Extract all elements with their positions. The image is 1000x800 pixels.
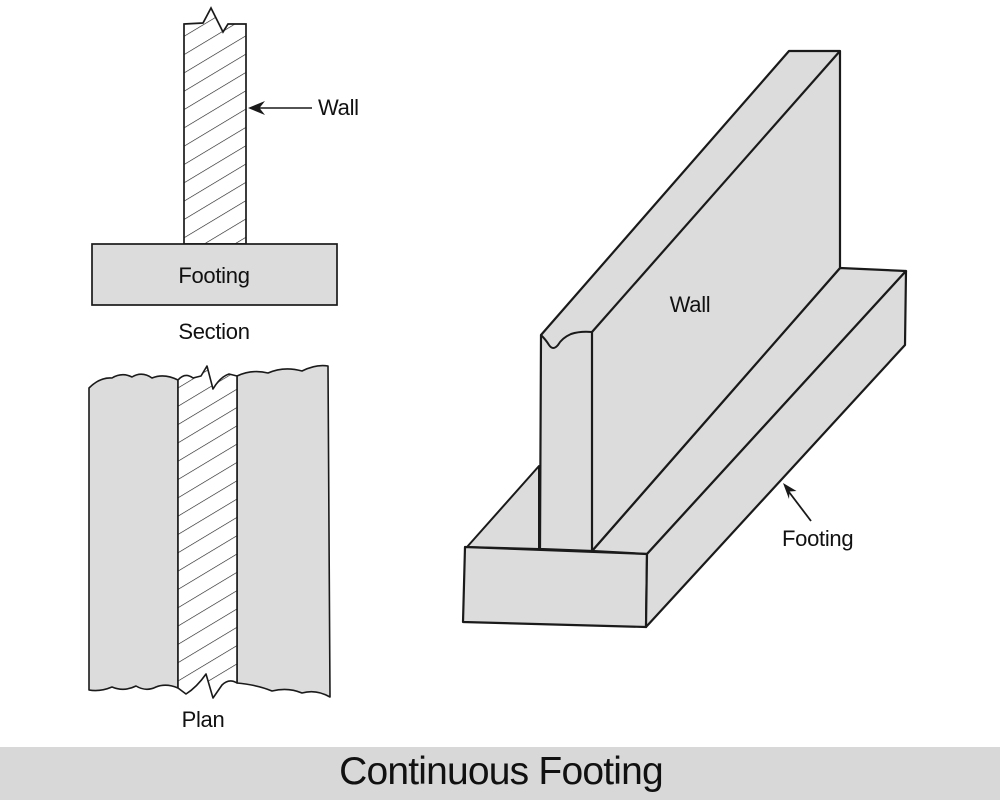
footing-leader-arrow [783, 483, 812, 522]
title-bar-background [0, 747, 1000, 800]
iso-footing-top-back [466, 465, 540, 550]
iso-footing-front-face [644, 269, 908, 629]
iso-footing-label: Footing [782, 526, 853, 551]
section-footing [91, 243, 338, 306]
arrowhead-icon [783, 483, 797, 499]
arrowhead-icon [248, 101, 265, 115]
iso-wall-break-edge [540, 330, 593, 349]
diagram-title: Continuous Footing [339, 750, 663, 793]
section-footing-label: Footing [178, 263, 249, 288]
plan-view: Plan [88, 364, 331, 732]
plan-wall-hatch [177, 365, 238, 699]
plan-caption: Plan [182, 707, 225, 732]
iso-wall-top-edge [591, 50, 841, 333]
section-caption: Section [178, 319, 249, 344]
section-wall-hatch [183, 6, 247, 245]
iso-wall-label: Wall [670, 292, 711, 317]
iso-footing-end-face [461, 545, 649, 629]
plan-footing-right-band [236, 364, 331, 698]
isometric-view: Wall Footing [461, 49, 908, 629]
section-view: Wall Footing Section [91, 6, 359, 344]
plan-footing-left-band [88, 373, 179, 692]
title-bar: Continuous Footing [0, 747, 1000, 800]
section-wall-label: Wall [318, 95, 359, 120]
wall-leader-arrow [248, 101, 312, 115]
